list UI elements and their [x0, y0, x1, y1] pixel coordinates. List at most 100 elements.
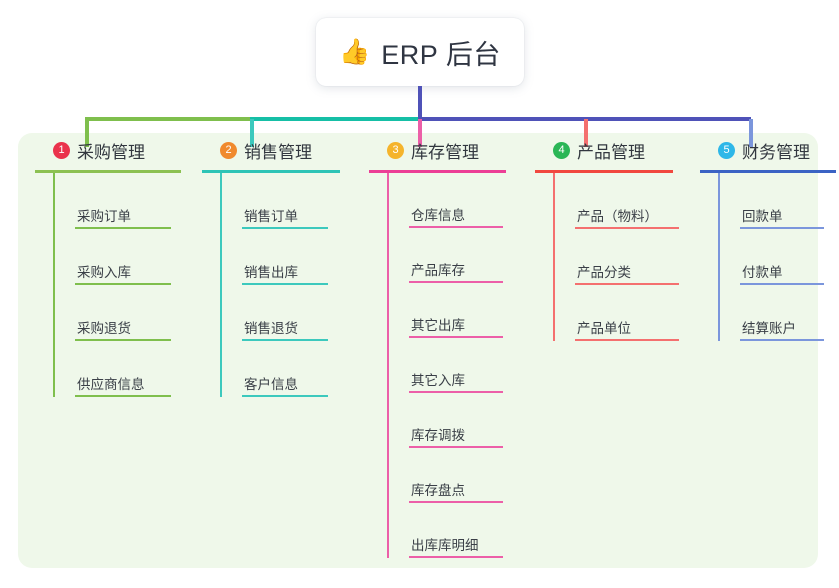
root-node[interactable]: 👍 ERP 后台: [316, 18, 524, 86]
branch-spine-2: [220, 173, 222, 397]
branch-leaf-list-1: 采购订单采购入库采购退货供应商信息: [53, 173, 181, 397]
branch-badge-5: 5: [718, 141, 735, 159]
leaf-node[interactable]: 采购退货: [75, 285, 181, 341]
leaf-rule: [75, 339, 171, 341]
branch-header-3[interactable]: 3 库存管理: [369, 133, 506, 167]
leaf-rule: [75, 283, 171, 285]
branch-badge-2: 2: [220, 141, 237, 159]
branch-header-1[interactable]: 1 采购管理: [35, 133, 181, 167]
root-node-content: 👍 ERP 后台: [339, 33, 501, 72]
leaf-rule: [409, 501, 503, 503]
branch-title-1: 采购管理: [77, 142, 145, 162]
branch-header-4[interactable]: 4 产品管理: [535, 133, 673, 167]
branch-spine-3: [387, 173, 389, 558]
branch-title-4: 产品管理: [577, 142, 645, 162]
leaf-label: 库存调拨: [411, 428, 465, 443]
branch-leaf-list-2: 销售订单销售出库销售退货客户信息: [220, 173, 340, 397]
leaf-label: 结算账户: [742, 321, 796, 336]
branch-stem-3: [418, 119, 422, 147]
leaf-label: 销售退货: [244, 321, 298, 336]
branch-rule-4: [535, 170, 673, 173]
leaf-node[interactable]: 其它入库: [409, 338, 506, 393]
leaf-node[interactable]: 库存盘点: [409, 448, 506, 503]
leaf-node[interactable]: 仓库信息: [409, 173, 506, 228]
leaf-rule: [409, 446, 503, 448]
branch-title-5: 财务管理: [742, 142, 810, 162]
leaf-rule: [740, 339, 824, 341]
leaf-node[interactable]: 采购入库: [75, 229, 181, 285]
leaf-rule: [242, 339, 328, 341]
leaf-node[interactable]: 销售订单: [242, 173, 340, 229]
leaf-node[interactable]: 结算账户: [740, 285, 836, 341]
branch-spine-1: [53, 173, 55, 397]
leaf-label: 其它入库: [411, 373, 465, 388]
leaf-node[interactable]: 产品（物料）: [575, 173, 679, 229]
leaf-rule: [75, 395, 171, 397]
leaf-label: 产品单位: [577, 321, 631, 336]
branch-header-5[interactable]: 5 财务管理: [700, 133, 836, 167]
leaf-rule: [242, 227, 328, 229]
leaf-label: 供应商信息: [77, 377, 145, 392]
leaf-rule: [740, 227, 824, 229]
branch-title-2: 销售管理: [244, 142, 312, 162]
leaf-node[interactable]: 库存调拨: [409, 393, 506, 448]
leaf-rule: [242, 395, 328, 397]
branch-stem-4: [584, 119, 588, 147]
bus-green: [85, 117, 250, 121]
leaf-rule: [409, 226, 503, 228]
leaf-node[interactable]: 销售出库: [242, 229, 340, 285]
branch-rule-5: [700, 170, 836, 173]
leaf-node[interactable]: 供应商信息: [75, 341, 181, 397]
branch-title-3: 库存管理: [411, 142, 479, 162]
branch-rule-2: [202, 170, 340, 173]
branch-rule-1: [35, 170, 181, 173]
leaf-node[interactable]: 产品库存: [409, 228, 506, 283]
leaf-rule: [409, 556, 503, 558]
leaf-label: 产品（物料）: [577, 209, 658, 224]
branch-column-4: 4 产品管理产品（物料） 产品分类产品单位: [535, 133, 679, 341]
leaf-rule: [575, 339, 679, 341]
leaf-rule: [242, 283, 328, 285]
leaf-node[interactable]: 销售退货: [242, 285, 340, 341]
leaf-node[interactable]: 回款单: [740, 173, 836, 229]
branch-stem-5: [749, 119, 753, 147]
leaf-label: 产品库存: [411, 263, 465, 278]
bus-teal: [250, 117, 418, 121]
branch-spine-5: [718, 173, 720, 341]
leaf-node[interactable]: 付款单: [740, 229, 836, 285]
leaf-rule: [575, 227, 679, 229]
branch-leaf-list-5: 回款单付款单结算账户: [718, 173, 836, 341]
leaf-label: 客户信息: [244, 377, 298, 392]
leaf-node[interactable]: 采购订单: [75, 173, 181, 229]
leaf-label: 产品分类: [577, 265, 631, 280]
branch-badge-3: 3: [387, 141, 404, 159]
leaf-rule: [409, 281, 503, 283]
leaf-label: 采购订单: [77, 209, 131, 224]
leaf-label: 销售订单: [244, 209, 298, 224]
leaf-rule: [409, 336, 503, 338]
root-connector-stem: [418, 86, 422, 121]
leaf-rule: [575, 283, 679, 285]
leaf-node[interactable]: 其它出库: [409, 283, 506, 338]
branch-spine-4: [553, 173, 555, 341]
leaf-node[interactable]: 产品分类: [575, 229, 679, 285]
leaf-rule: [409, 391, 503, 393]
leaf-label: 库存盘点: [411, 483, 465, 498]
branch-stem-2: [250, 119, 254, 147]
branch-column-3: 3 库存管理仓库信息产品库存其它出库其它入库库存调拨库存盘点出库库明细: [369, 133, 506, 558]
leaf-node[interactable]: 客户信息: [242, 341, 340, 397]
leaf-rule: [740, 283, 824, 285]
leaf-label: 回款单: [742, 209, 783, 224]
branch-column-5: 5 财务管理回款单付款单结算账户: [700, 133, 836, 341]
branch-badge-1: 1: [53, 141, 70, 159]
branch-header-2[interactable]: 2 销售管理: [202, 133, 340, 167]
branch-leaf-list-3: 仓库信息产品库存其它出库其它入库库存调拨库存盘点出库库明细: [387, 173, 506, 558]
leaf-node[interactable]: 产品单位: [575, 285, 679, 341]
leaf-label: 出库库明细: [411, 538, 479, 553]
branch-badge-4: 4: [553, 141, 570, 159]
leaf-label: 销售出库: [244, 265, 298, 280]
leaf-node[interactable]: 出库库明细: [409, 503, 506, 558]
branch-column-1: 1 采购管理采购订单采购入库采购退货供应商信息: [35, 133, 181, 397]
leaf-label: 付款单: [742, 265, 783, 280]
